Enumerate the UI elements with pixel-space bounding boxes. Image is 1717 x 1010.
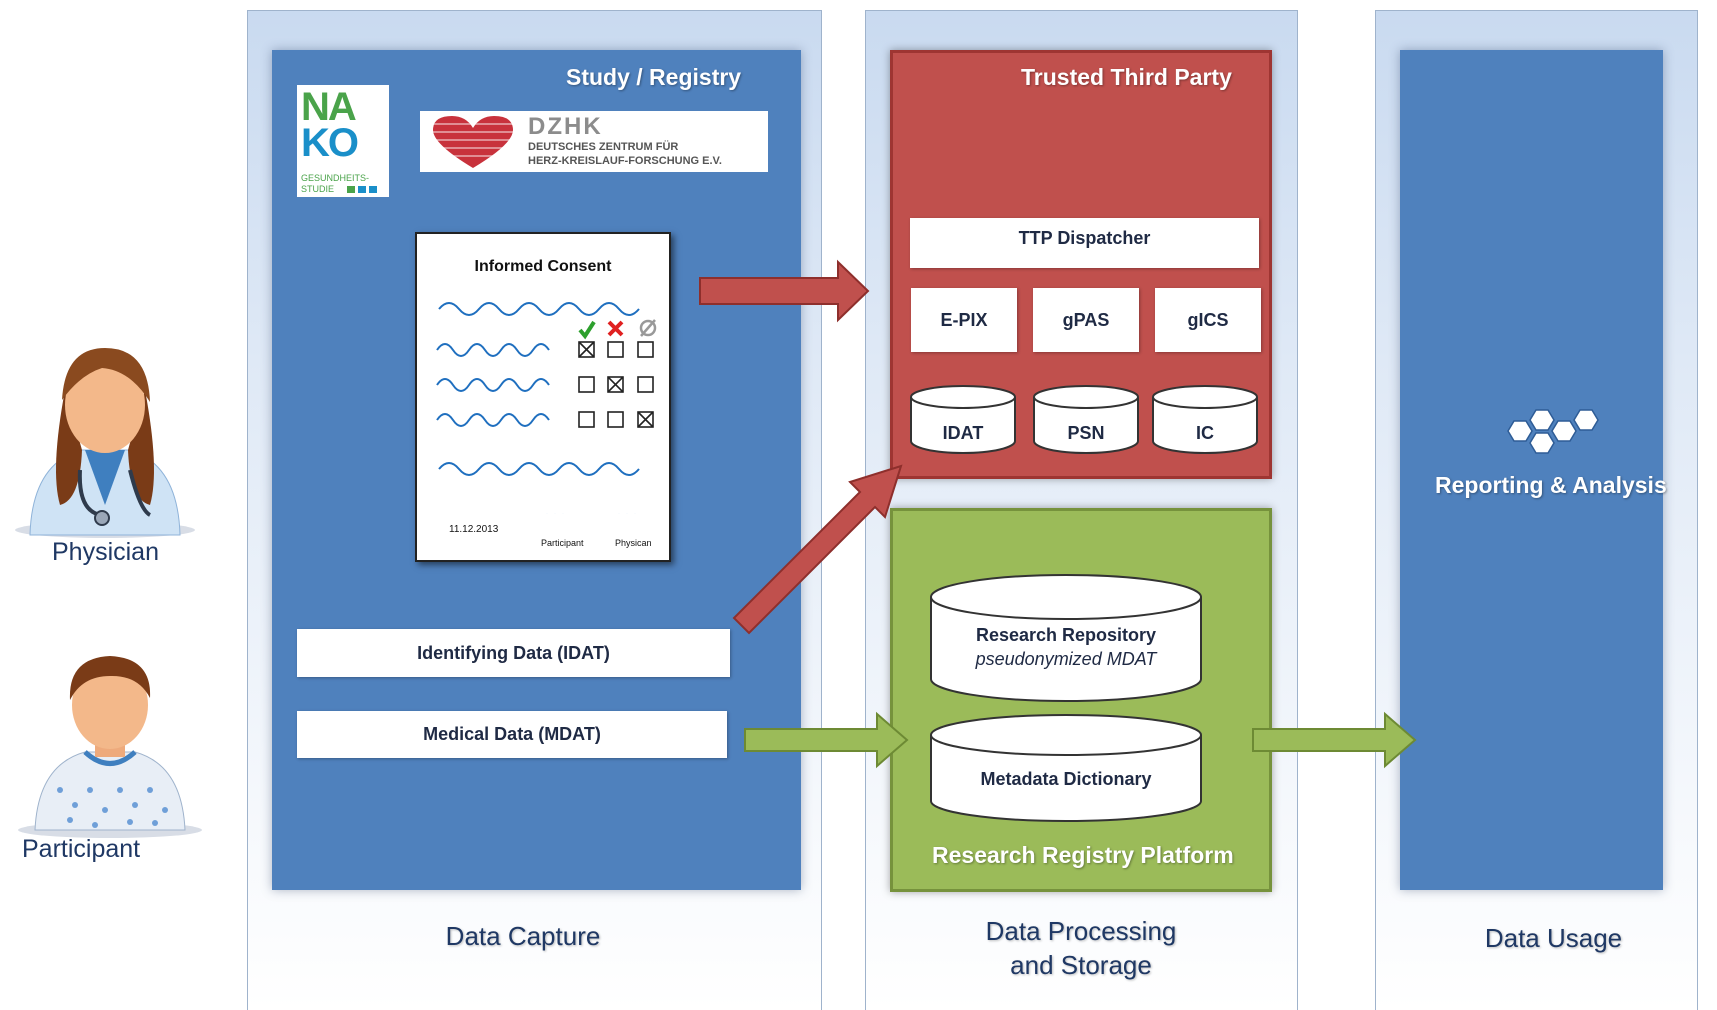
nako-logo-line2: KO bbox=[301, 121, 359, 165]
dzhk-line2: HERZ-KREISLAUF-FORSCHUNG E.V. bbox=[528, 155, 722, 167]
heart-logo-icon bbox=[433, 116, 513, 168]
gics-box: gICS bbox=[1155, 288, 1261, 352]
psn-store-label: PSN bbox=[1067, 423, 1105, 443]
lane-label-data-capture: Data Capture bbox=[445, 921, 601, 951]
reporting-title: Reporting & Analysis bbox=[1435, 472, 1667, 498]
consent-date: 11.12.2013 bbox=[449, 524, 499, 535]
dzhk-name: DZHK bbox=[528, 113, 603, 140]
lane-label-data-usage: Data Usage bbox=[1484, 923, 1623, 953]
research-repository-store: Research Repository pseudonymized MDAT bbox=[930, 573, 1202, 703]
idat-store: IDAT bbox=[910, 385, 1016, 455]
nako-logo-sub1: GESUNDHEITS- bbox=[301, 173, 370, 183]
dzhk-logo: DZHK DEUTSCHES ZENTRUM FÜR HERZ-KREISLAU… bbox=[420, 111, 768, 172]
nako-logo-sub2: STUDIE bbox=[301, 184, 335, 194]
informed-consent-document: Informed Consent 11.12.2013 Participant … bbox=[415, 232, 671, 562]
arrow-idat-to-ttp bbox=[732, 464, 903, 635]
medical-data-box: Medical Data (MDAT) bbox=[297, 711, 727, 758]
research-repository-title: Research Repository bbox=[975, 625, 1157, 645]
nako-logo-line1: NA bbox=[301, 85, 357, 129]
consent-participant-signature: Participant bbox=[541, 538, 584, 548]
idat-store-label: IDAT bbox=[942, 423, 984, 443]
identifying-data-box: Identifying Data (IDAT) bbox=[297, 629, 730, 677]
arrow-mdat-to-rrp bbox=[744, 711, 909, 769]
consent-physician-signature: Physican bbox=[615, 538, 652, 548]
reporting-panel bbox=[1400, 50, 1663, 890]
participant-icon bbox=[18, 656, 202, 838]
ic-store-label: IC bbox=[1196, 423, 1214, 443]
ttp-dispatcher-box: TTP Dispatcher bbox=[910, 218, 1259, 268]
consent-form-lines bbox=[436, 302, 657, 514]
ic-store: IC bbox=[1152, 385, 1258, 455]
arrow-consent-to-ttp bbox=[699, 259, 870, 323]
epix-box: E-PIX bbox=[911, 288, 1017, 352]
lane-label-data-processing-line2: and Storage bbox=[1010, 950, 1152, 980]
arrow-rrp-to-usage bbox=[1252, 711, 1417, 769]
psn-store: PSN bbox=[1033, 385, 1139, 455]
physician-label: Physician bbox=[52, 538, 159, 566]
research-repository-subtitle: pseudonymized MDAT bbox=[975, 649, 1157, 669]
metadata-dictionary-label: Metadata Dictionary bbox=[980, 769, 1152, 789]
metadata-dictionary-store: Metadata Dictionary bbox=[930, 713, 1202, 823]
ttp-title: Trusted Third Party bbox=[1021, 64, 1232, 90]
consent-title: Informed Consent bbox=[474, 258, 612, 275]
nako-logo: NA KO GESUNDHEITS- STUDIE bbox=[297, 85, 389, 197]
rrp-title: Research Registry Platform bbox=[932, 842, 1234, 868]
hexagon-network-icon bbox=[1507, 409, 1599, 454]
participant-label: Participant bbox=[22, 835, 141, 863]
lane-label-data-processing-line1: Data Processing bbox=[985, 916, 1177, 946]
study-registry-title: Study / Registry bbox=[566, 64, 742, 90]
dzhk-line1: DEUTSCHES ZENTRUM FÜR bbox=[528, 141, 679, 153]
gpas-box: gPAS bbox=[1033, 288, 1139, 352]
physician-icon bbox=[15, 348, 195, 538]
